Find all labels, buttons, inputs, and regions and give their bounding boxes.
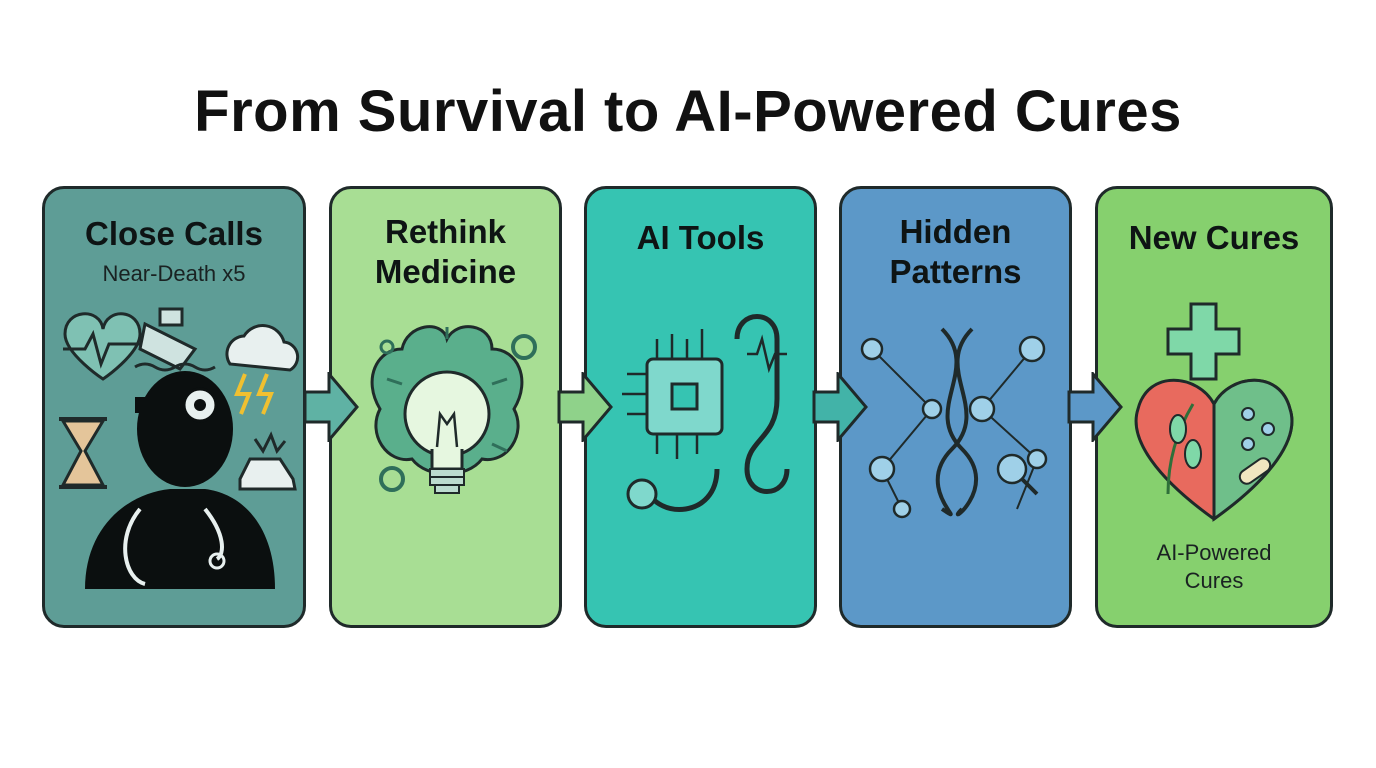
dna-network-icon xyxy=(860,327,1048,519)
card-caption-line1: AI-Powered xyxy=(1156,540,1272,565)
chip-stethoscope-icon xyxy=(622,314,790,512)
arrow-right-icon xyxy=(557,372,613,442)
card-title-line1: Rethink xyxy=(384,213,506,250)
card-ai-tools: AI Tools xyxy=(584,186,817,628)
doctor-with-hazards-icon xyxy=(59,307,300,589)
card-title-line2: Medicine xyxy=(374,253,517,290)
card-rethink-medicine: Rethink Medicine xyxy=(329,186,562,628)
card-title: New Cures xyxy=(1128,219,1300,256)
brain-lightbulb-icon xyxy=(370,325,537,494)
arrow-right-icon xyxy=(812,372,868,442)
card-title: AI Tools xyxy=(636,219,765,256)
card-title: Close Calls xyxy=(85,215,263,252)
card-new-cures: New Cures AI-Powered Cures xyxy=(1095,186,1333,628)
card-title-line2: Patterns xyxy=(889,253,1022,290)
card-close-calls: Close Calls Near-Death x5 xyxy=(42,186,306,628)
card-title-line1: Hidden xyxy=(899,213,1012,250)
heart-cross-icon xyxy=(1134,302,1294,522)
card-caption-line2: Cures xyxy=(1184,568,1244,593)
arrow-right-icon xyxy=(303,372,359,442)
card-hidden-patterns: Hidden Patterns xyxy=(839,186,1072,628)
card-subtitle: Near-Death x5 xyxy=(102,261,246,286)
page-title: From Survival to AI-Powered Cures xyxy=(194,79,1182,144)
arrow-right-icon xyxy=(1067,372,1123,442)
